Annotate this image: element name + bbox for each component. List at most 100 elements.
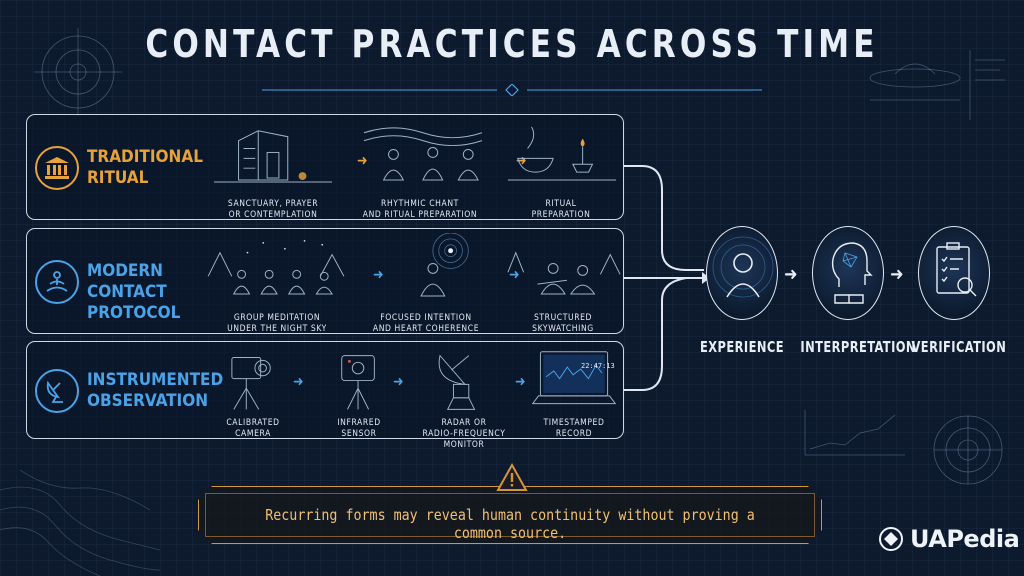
caption-line2: PREPARATION xyxy=(531,210,591,220)
brand-emblem-icon xyxy=(879,527,903,551)
outcome-label-verification: VERIFICATION xyxy=(911,338,1007,356)
stage-caption: FOCUSED INTENTION AND HEART COHERENCE xyxy=(351,313,501,335)
flow-arrow: ➜ xyxy=(516,153,527,169)
row-header: INSTRUMENTED OBSERVATION xyxy=(27,342,223,438)
topographic-lines xyxy=(0,470,160,576)
stage-caption: INFRARED SENSOR xyxy=(309,418,409,440)
row-label-line2: OBSERVATION xyxy=(87,391,209,411)
row-label: MODERN CONTACT PROTOCOL xyxy=(87,261,203,324)
temple-icon xyxy=(35,146,79,190)
head-book-icon xyxy=(831,242,873,304)
caption-line1: CALIBRATED xyxy=(226,418,280,428)
radar-schematic xyxy=(933,415,1003,485)
skywatchers-icon xyxy=(507,251,621,295)
caption-line2: SKYWATCHING xyxy=(532,324,594,334)
stage-caption: CALIBRATED CAMERA xyxy=(203,418,303,440)
banner-inner-border xyxy=(205,493,815,537)
stage-infrared-sensor: INFRARED SENSOR xyxy=(309,342,409,440)
row-label-line1: INSTRUMENTED xyxy=(87,370,224,390)
stage-sanctuary: SANCTUARY, PRAYER OR CONTEMPLATION xyxy=(203,115,343,221)
caption-line2: RADIO-FREQUENCY xyxy=(422,429,506,439)
stage-radar-monitor: RADAR OR RADIO-FREQUENCY MONITOR xyxy=(409,342,519,450)
caption-line1: RHYTHMIC CHANT xyxy=(381,199,459,209)
stage-ritual-preparation: RITUAL PREPARATION xyxy=(497,115,625,221)
outcome-label-experience: EXPERIENCE xyxy=(700,338,784,356)
row-label: INSTRUMENTED OBSERVATION xyxy=(87,370,223,412)
line-graph-schematic xyxy=(804,410,905,456)
caption-line2: RECORD xyxy=(555,429,593,439)
caption-line2: CAMERA xyxy=(235,429,271,439)
timestamp-readout: 22:47:13 xyxy=(581,362,615,370)
caption-line2: UNDER THE NIGHT SKY xyxy=(227,324,327,334)
flow-arrow: ➜ xyxy=(357,153,368,169)
row-label-line2: PROTOCOL xyxy=(87,303,181,323)
caption-line2: AND HEART COHERENCE xyxy=(372,324,480,334)
conclusion-banner: Recurring forms may reveal human continu… xyxy=(198,486,822,544)
laptop-icon xyxy=(531,351,617,405)
infrared-sensor-icon xyxy=(341,355,375,410)
stage-caption: RADAR OR RADIO-FREQUENCY MONITOR xyxy=(409,418,519,451)
stage-caption: SANCTUARY, PRAYER OR CONTEMPLATION xyxy=(203,199,343,221)
row-traditional-ritual: TRADITIONAL RITUAL SANCTUARY, PRAYER OR … xyxy=(26,114,624,220)
verification-node xyxy=(918,226,990,320)
title-ornament xyxy=(262,84,762,96)
page-title: CONTACT PRACTICES ACROSS TIME xyxy=(145,22,879,66)
focused-person-icon xyxy=(420,233,469,297)
ufo-blueprint xyxy=(869,50,1005,120)
sanctuary-icon xyxy=(213,130,333,183)
stage-calibrated-camera: CALIBRATED CAMERA xyxy=(203,342,303,440)
caption-line2: SENSOR xyxy=(341,429,377,439)
camera-tripod-icon xyxy=(231,357,271,410)
brand-logo: UAPedia xyxy=(878,523,1020,555)
person-silhouette-icon xyxy=(712,236,774,298)
clipboard-magnifier-icon xyxy=(936,242,977,297)
brand-name: UAPedia xyxy=(910,525,1020,553)
caption-line1: RADAR OR xyxy=(441,418,487,428)
row-label: TRADITIONAL RITUAL xyxy=(87,147,203,189)
stage-timestamped-record: 22:47:13 TIMESTAMPED RECORD xyxy=(523,342,625,440)
flow-arrow: ➜ xyxy=(509,267,520,283)
caption-line2: OR CONTEMPLATION xyxy=(228,210,318,220)
row-modern-contact-protocol: MODERN CONTACT PROTOCOL GROUP MEDITATION… xyxy=(26,228,624,334)
chanting-group-icon xyxy=(363,127,483,181)
stage-group-meditation: GROUP MEDITATION UNDER THE NIGHT SKY xyxy=(203,229,351,335)
compass-schematic xyxy=(34,28,122,116)
outcome-arrow: ➜ xyxy=(784,264,798,285)
row-instrumented-observation: INSTRUMENTED OBSERVATION CALIBRATED CAME… xyxy=(26,341,625,450)
flow-arrow: ➜ xyxy=(293,374,304,390)
stage-caption: RITUAL PREPARATION xyxy=(497,199,625,221)
experience-node xyxy=(706,226,778,320)
stage-rhythmic-chant: RHYTHMIC CHANT AND RITUAL PREPARATION xyxy=(343,115,497,221)
row-header: MODERN CONTACT PROTOCOL xyxy=(27,229,203,333)
row-label-line1: MODERN CONTACT xyxy=(87,261,167,302)
conclusion-text: Recurring forms may reveal human continu… xyxy=(265,506,755,542)
row-label-line2: RITUAL xyxy=(87,168,149,188)
interpretation-node xyxy=(812,226,884,320)
radar-dish-icon xyxy=(438,354,476,410)
stage-focused-intention: FOCUSED INTENTION AND HEART COHERENCE xyxy=(351,229,501,335)
stage-caption: STRUCTURED SKYWATCHING xyxy=(501,313,625,335)
convergence-lines xyxy=(624,165,710,391)
stage-structured-skywatching: STRUCTURED SKYWATCHING xyxy=(501,229,625,335)
stage-caption: TIMESTAMPED RECORD xyxy=(523,418,625,440)
satellite-dish-icon xyxy=(35,369,79,413)
outcome-label-interpretation: INTERPRETATION xyxy=(800,338,916,356)
row-header: TRADITIONAL RITUAL xyxy=(27,115,203,219)
caption-line3: MONITOR xyxy=(443,440,485,450)
caption-line1: RITUAL xyxy=(545,199,577,209)
outcome-arrow: ➜ xyxy=(890,264,904,285)
stage-caption: GROUP MEDITATION UNDER THE NIGHT SKY xyxy=(203,313,351,335)
flow-arrow: ➜ xyxy=(393,374,404,390)
stage-caption: RHYTHMIC CHANT AND RITUAL PREPARATION xyxy=(343,199,497,221)
group-meditation-icon xyxy=(207,239,345,295)
flow-arrow: ➜ xyxy=(373,267,384,283)
caption-line1: STRUCTURED xyxy=(533,313,593,323)
caption-line2: AND RITUAL PREPARATION xyxy=(362,210,478,220)
caption-line1: SANCTUARY, PRAYER xyxy=(227,199,319,209)
offering-bowls-icon xyxy=(507,126,617,181)
row-label-line1: TRADITIONAL xyxy=(87,147,203,167)
caption-line1: FOCUSED INTENTION xyxy=(380,313,472,323)
caption-line1: GROUP MEDITATION xyxy=(233,313,321,323)
meditation-icon xyxy=(35,260,79,304)
flow-arrow: ➜ xyxy=(515,374,526,390)
